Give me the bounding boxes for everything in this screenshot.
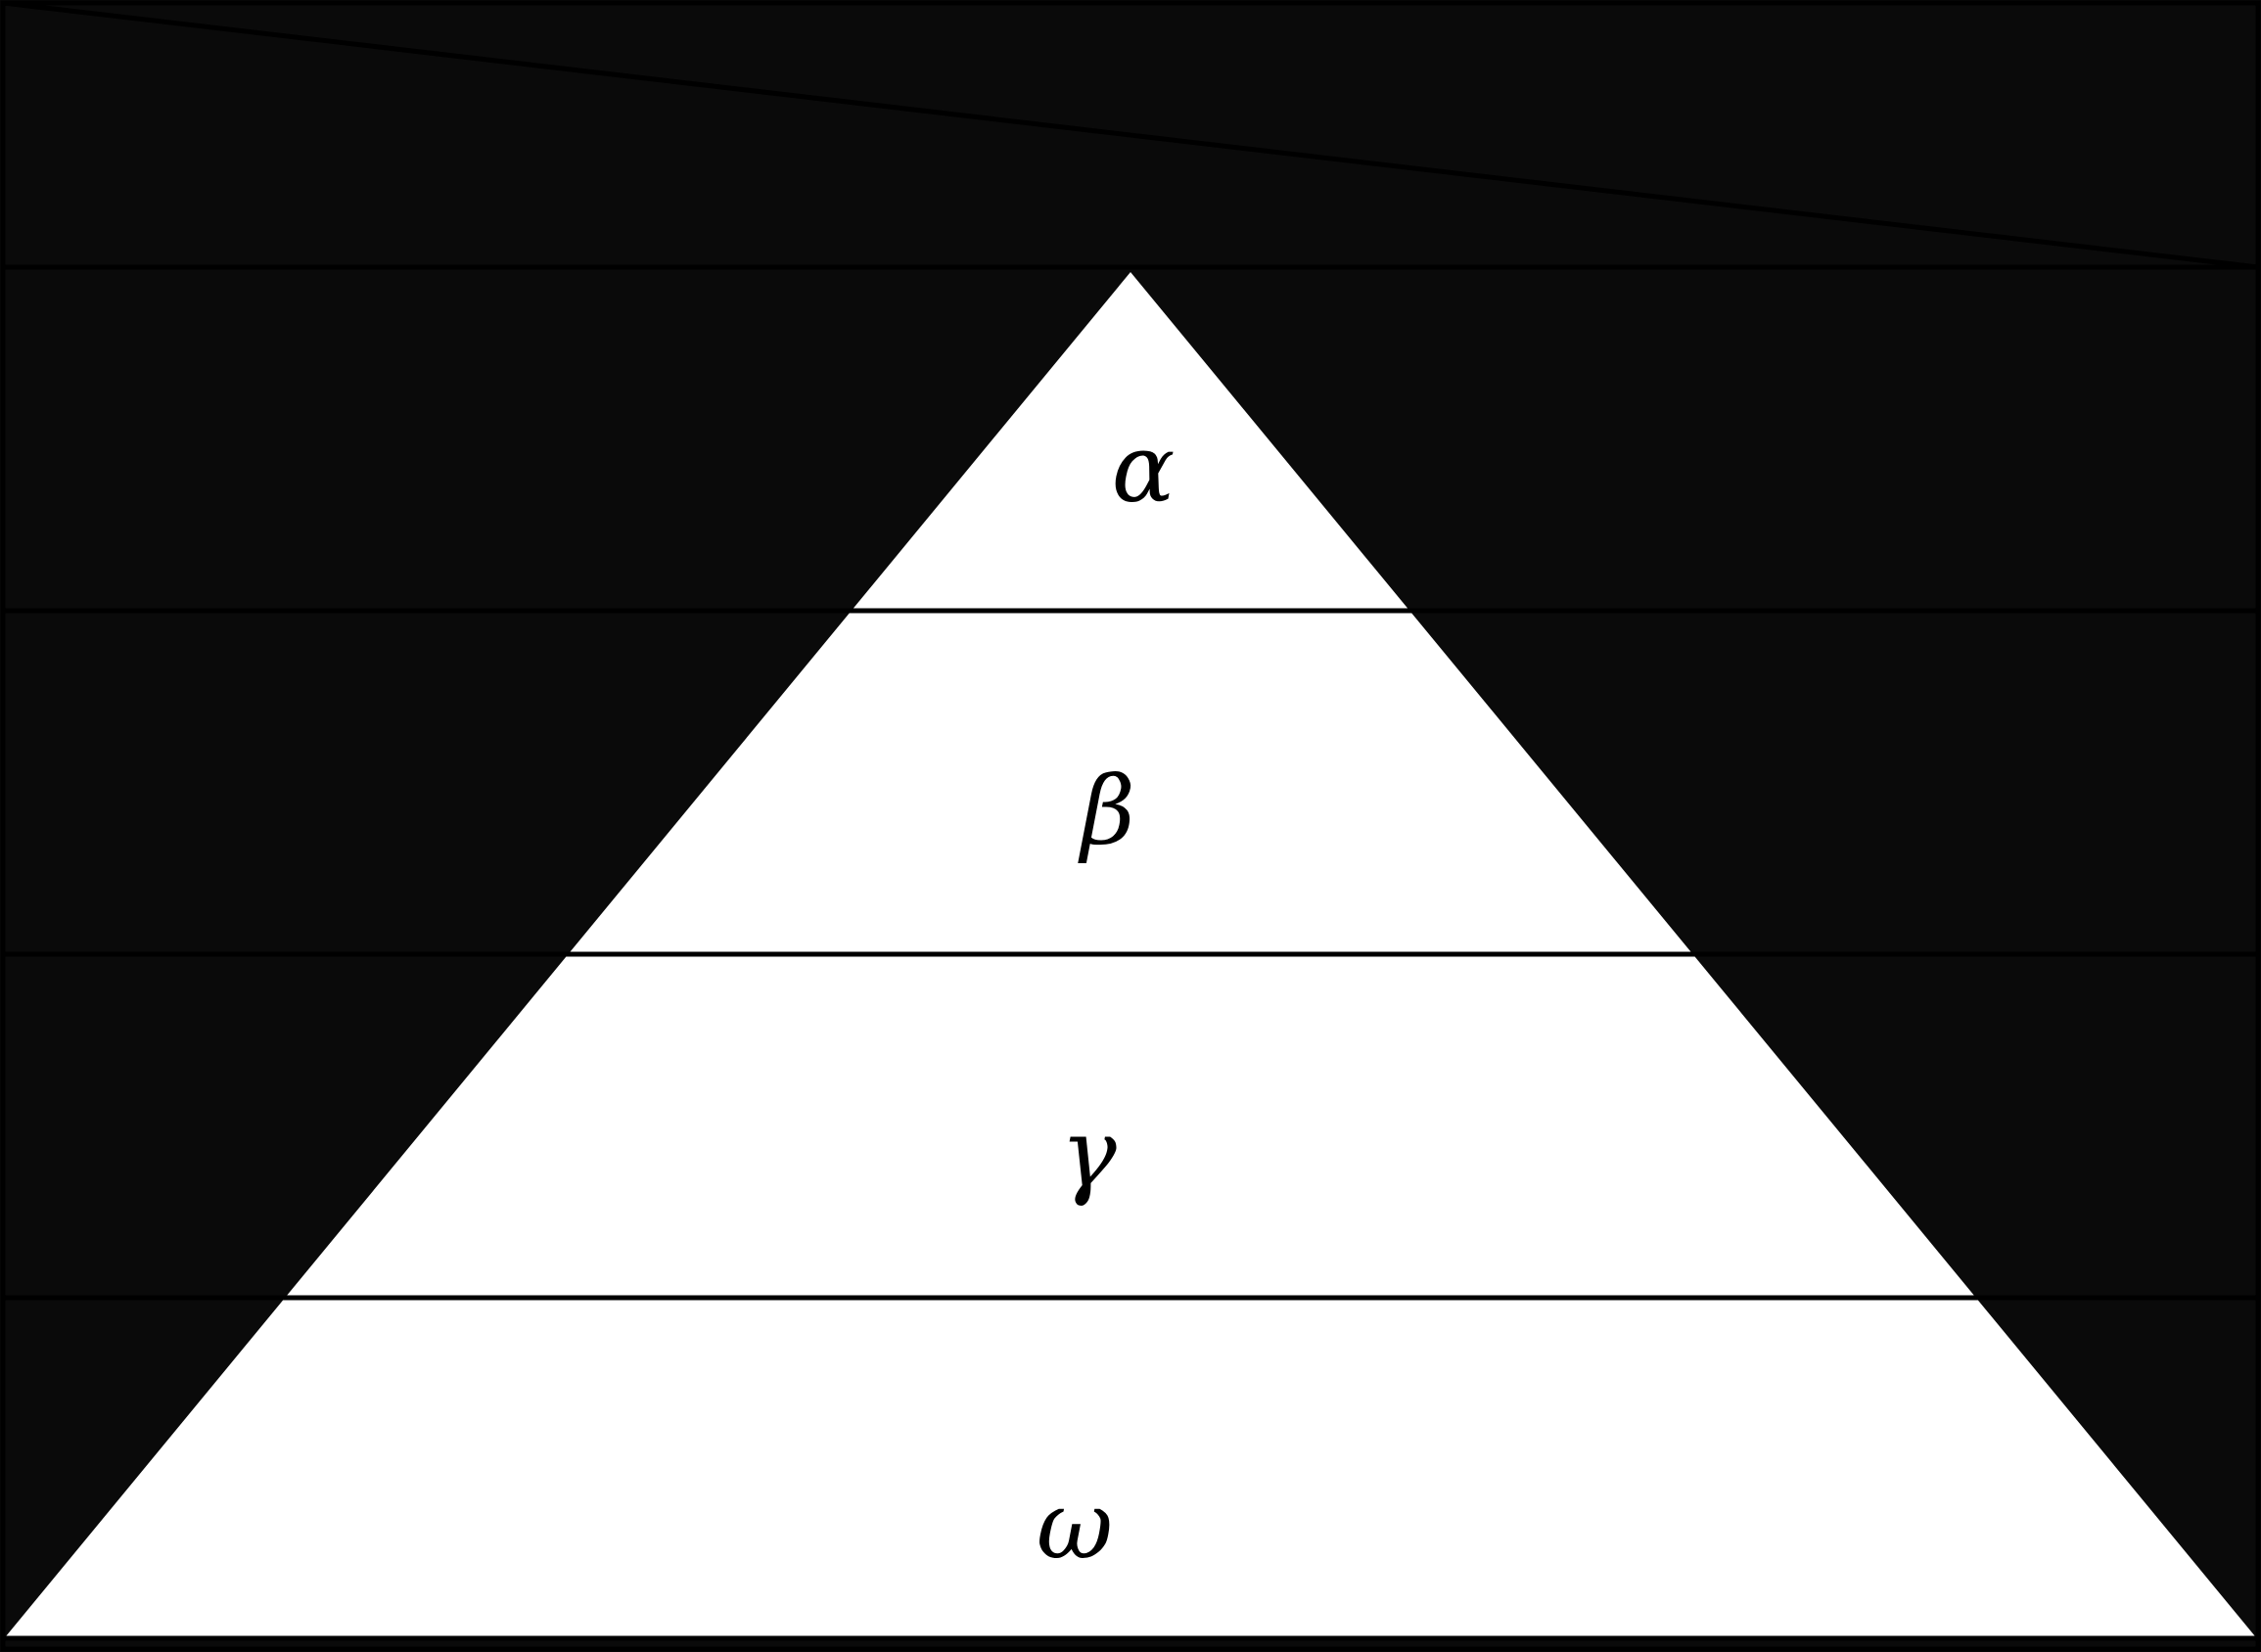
tier-label-beta: β: [1078, 757, 1135, 866]
diagonal-line: [2, 0, 2259, 270]
tier-label-alpha: α: [1112, 414, 1176, 524]
tier-label-omega: ω: [1037, 1471, 1113, 1581]
tier-label-gamma: γ: [1060, 1099, 1117, 1209]
